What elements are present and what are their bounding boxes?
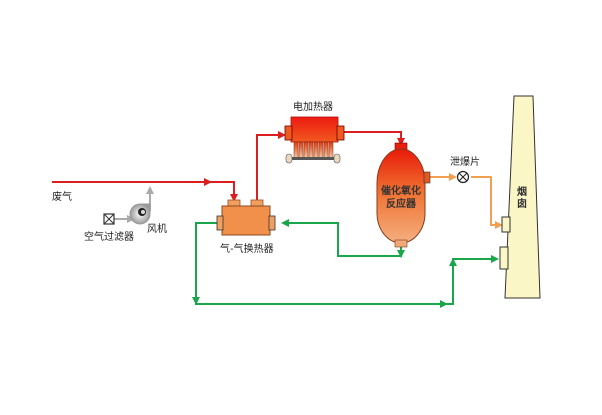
heat-exchanger-label: 气-气换热器 [220,242,274,255]
disc-to-chimney-line [471,176,503,229]
catalytic-oxidation-reactor[interactable] [376,142,431,248]
fan-icon[interactable] [129,203,151,225]
waste-gas-label: 废气 [52,190,72,203]
heater-fins [293,141,334,159]
heater-to-reactor-line [344,131,405,146]
arrow-head [397,250,405,258]
chimney-label-line1: 烟 [517,185,527,198]
fan-label: 风机 [147,222,167,235]
waste-gas-line [52,178,238,202]
air-filter-icon[interactable] [103,213,115,225]
exchanger-to-chimney-line [195,222,499,305]
exchanger-to-heater-line [256,131,286,200]
electric-heater[interactable] [284,116,345,164]
rupture-disc-label: 泄爆片 [450,155,480,168]
arrow-head [440,300,448,308]
rupture-disc-icon[interactable] [456,170,470,184]
electric-heater-label: 电加热器 [293,100,333,113]
reactor-label-line2: 反应器 [386,197,417,210]
arrow-head [192,297,200,305]
chimney-label-line2: 囱 [517,197,527,210]
chimney[interactable] [499,95,541,299]
heat-exchanger[interactable] [216,199,276,236]
reactor-label-line1: 催化氧化 [381,184,421,197]
arrow-head [449,258,457,266]
air-filter-label: 空气过滤器 [84,230,134,243]
